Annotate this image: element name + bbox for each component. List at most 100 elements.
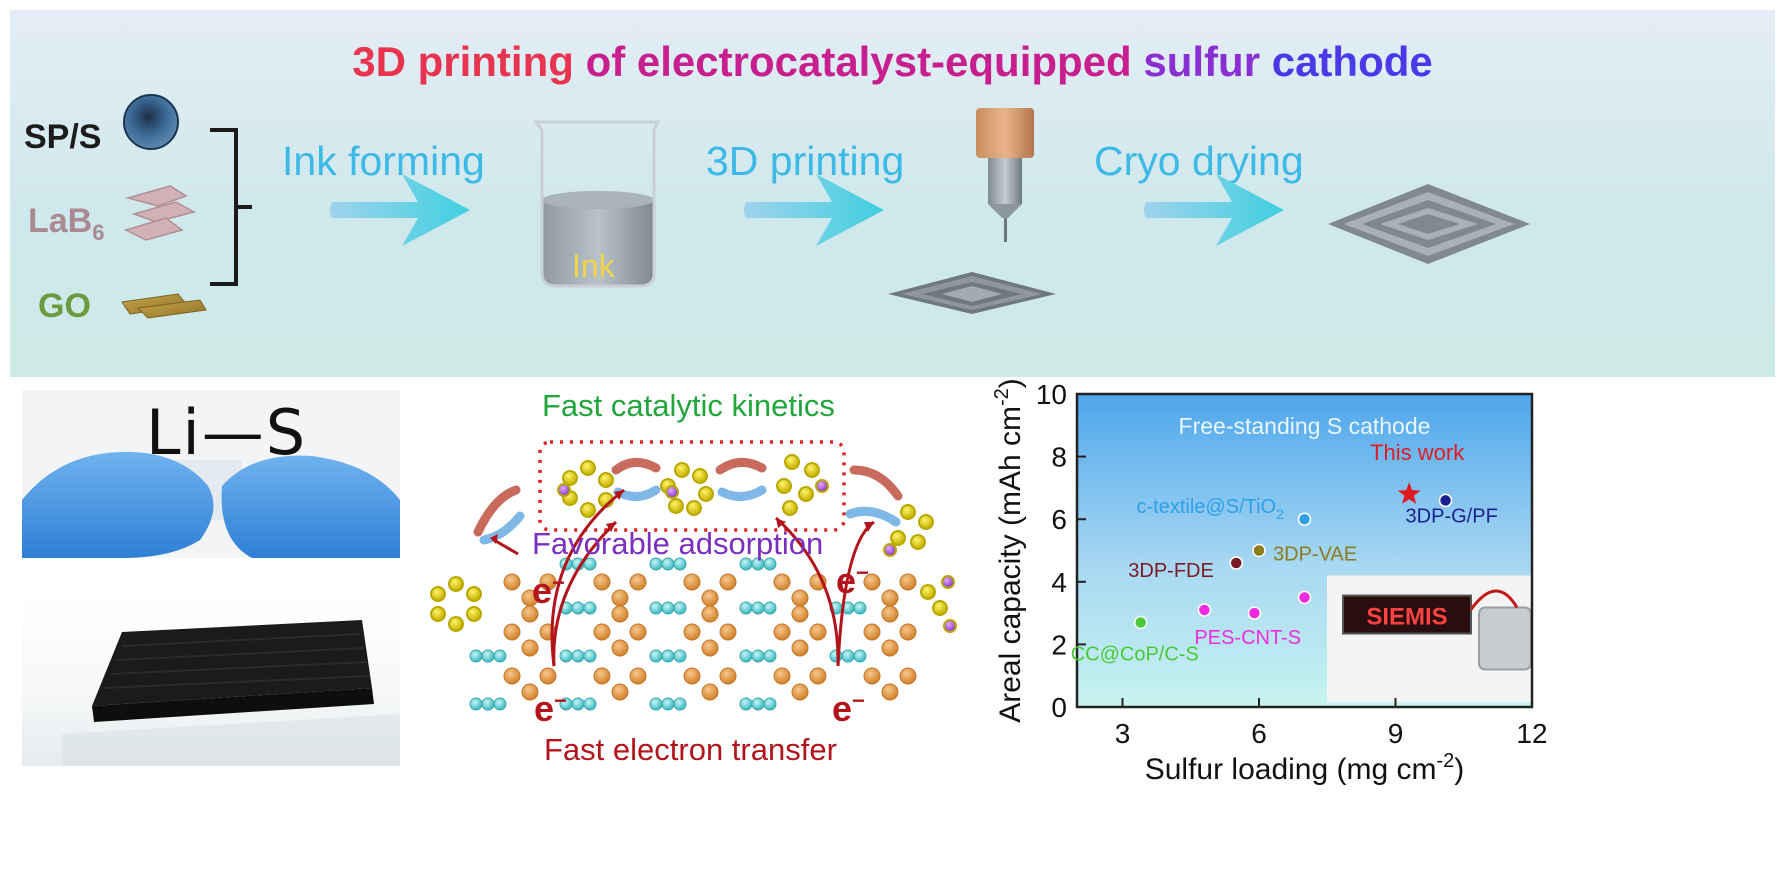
y-axis-label-end: ) xyxy=(994,378,1027,388)
arrow-icon xyxy=(1144,174,1284,246)
intercalated-molecules xyxy=(469,557,867,711)
y-axis-label-text: Areal capacity (mAh cm xyxy=(994,406,1027,723)
step-cryo-drying-label: Cryo drying xyxy=(1094,138,1304,184)
title-part-3: sulfur xyxy=(1143,38,1261,85)
inset-battery-box xyxy=(1478,606,1532,671)
y-tick-label: 4 xyxy=(1051,567,1067,598)
material-lab6-sub: 6 xyxy=(92,219,105,245)
data-point-label-text: 3DP-FDE xyxy=(1128,560,1214,582)
x-axis-label-sup: -2 xyxy=(1437,750,1455,772)
catalyst-lattice xyxy=(503,573,917,701)
polysulfide-cluster-3 xyxy=(776,454,829,516)
y-tick-label: 0 xyxy=(1051,692,1067,723)
electron-label-3: e− xyxy=(534,688,567,730)
data-point-label-sub: 2 xyxy=(1276,506,1284,522)
lab6-crystals xyxy=(123,185,196,241)
title-part-4: cathode xyxy=(1271,38,1433,85)
electron-symbol: e xyxy=(532,570,553,611)
printed-cathode-photo xyxy=(22,596,400,766)
material-lab6-label: LaB6 xyxy=(28,202,104,246)
polysulfide-ring-1 xyxy=(557,460,614,518)
data-point-label-text: This work xyxy=(1370,440,1465,465)
x-tick-label: 6 xyxy=(1251,718,1267,749)
material-sp-s-label: SP/S xyxy=(24,118,102,156)
data-point xyxy=(1229,556,1243,570)
data-point xyxy=(1252,543,1266,558)
adsorbed-polysulfide-right xyxy=(920,575,957,633)
sp-s-particle xyxy=(123,94,179,150)
label-favorable-adsorption: Favorable adsorption xyxy=(532,526,824,561)
polysulfide-cluster-4 xyxy=(883,504,934,557)
title-part-1: 3D printing xyxy=(352,38,574,85)
electron-charge: − xyxy=(554,688,567,713)
y-tick-label: 2 xyxy=(1051,629,1067,660)
polysulfide-ring-2 xyxy=(660,462,714,516)
label-fast-catalytic-kinetics: Fast catalytic kinetics xyxy=(542,388,835,423)
data-point-label-text: 3DP-VAE xyxy=(1273,544,1357,566)
label-fast-electron-transfer: Fast electron transfer xyxy=(544,732,837,767)
flexible-li-s-photo: Li—S xyxy=(22,390,400,558)
y-tick-label: 8 xyxy=(1051,442,1067,473)
electron-charge: − xyxy=(852,688,865,713)
electron-label-4: e− xyxy=(832,688,865,730)
gloved-hands-icon xyxy=(22,451,400,558)
mechanism-illustration xyxy=(430,440,957,711)
data-point-label: c-textile@S/TiO2 xyxy=(1137,496,1285,522)
data-point xyxy=(1438,493,1453,508)
data-point-label: 3DP-VAE xyxy=(1273,544,1357,566)
inset-wire xyxy=(1469,589,1519,611)
electron-charge: − xyxy=(856,560,869,585)
photo-li-s-text: Li—S xyxy=(146,396,308,469)
printed-lattice-icon xyxy=(888,272,1056,314)
x-tick-label: 12 xyxy=(1516,718,1547,749)
materials-illustration xyxy=(121,94,252,319)
data-point xyxy=(1297,512,1312,526)
materials-brace xyxy=(210,128,252,286)
mechanism-diagram: Fast catalytic kinetics xyxy=(420,386,960,780)
data-point-label: This work xyxy=(1370,440,1465,465)
printer-nozzle-icon xyxy=(976,108,1034,242)
data-point-label-text: c-textile@S/TiO xyxy=(1137,496,1277,518)
y-axis-label-sup: -2 xyxy=(991,388,1013,406)
x-tick-label: 3 xyxy=(1115,718,1131,749)
data-point-label-text: PES-CNT-S xyxy=(1194,627,1301,649)
dried-cathode-icon xyxy=(1328,184,1530,264)
electron-charge: − xyxy=(552,570,565,595)
inset-led-text: SIEMIS xyxy=(1366,604,1447,631)
beaker-ink-label: Ink xyxy=(572,248,615,284)
electron-label-1: e− xyxy=(532,570,565,612)
data-point-label: 3DP-G/PF xyxy=(1406,505,1498,527)
page-title: 3D printing of electrocatalyst-equipped … xyxy=(10,38,1775,86)
data-point-label: 3DP-FDE xyxy=(1128,560,1214,582)
step-3d-printing-label: 3D printing xyxy=(706,138,905,184)
data-point-label: CC@CoP/C-S xyxy=(1071,643,1199,665)
data-point-label-text: 3DP-G/PF xyxy=(1406,505,1498,527)
arrow-icon xyxy=(330,174,470,246)
plot-frame xyxy=(1075,392,1534,709)
step-ink-forming-label: Ink forming xyxy=(282,138,485,184)
material-go-label: GO xyxy=(38,287,91,325)
conversion-arrows xyxy=(473,458,903,545)
title-part-2: of electrocatalyst-equipped xyxy=(585,38,1132,85)
arrow-icon xyxy=(744,174,884,246)
x-axis-label: Sulfur loading (mg cm-2) xyxy=(1145,750,1465,786)
inset-led-display xyxy=(1342,594,1472,635)
data-point xyxy=(1247,606,1262,620)
data-point-label: PES-CNT-S xyxy=(1194,627,1301,649)
material-lab6-text: LaB xyxy=(28,202,93,240)
chart-inner-label: Free-standing S cathode xyxy=(1179,413,1431,439)
process-panel: 3D printing of electrocatalyst-equipped … xyxy=(10,10,1775,377)
y-tick-label: 6 xyxy=(1051,504,1067,535)
beaker-icon xyxy=(533,120,661,288)
data-point-star xyxy=(1397,482,1421,504)
electron-path-arrowheads xyxy=(490,490,874,544)
y-tick-label: 10 xyxy=(1036,379,1067,410)
x-axis-label-text: Sulfur loading (mg cm xyxy=(1145,753,1437,786)
electron-symbol: e xyxy=(836,560,857,601)
y-axis-label: Areal capacity (mAh cm-2) xyxy=(991,378,1027,723)
data-point xyxy=(1197,603,1212,617)
electron-symbol: e xyxy=(832,688,853,729)
x-axis-label-end: ) xyxy=(1454,753,1464,786)
